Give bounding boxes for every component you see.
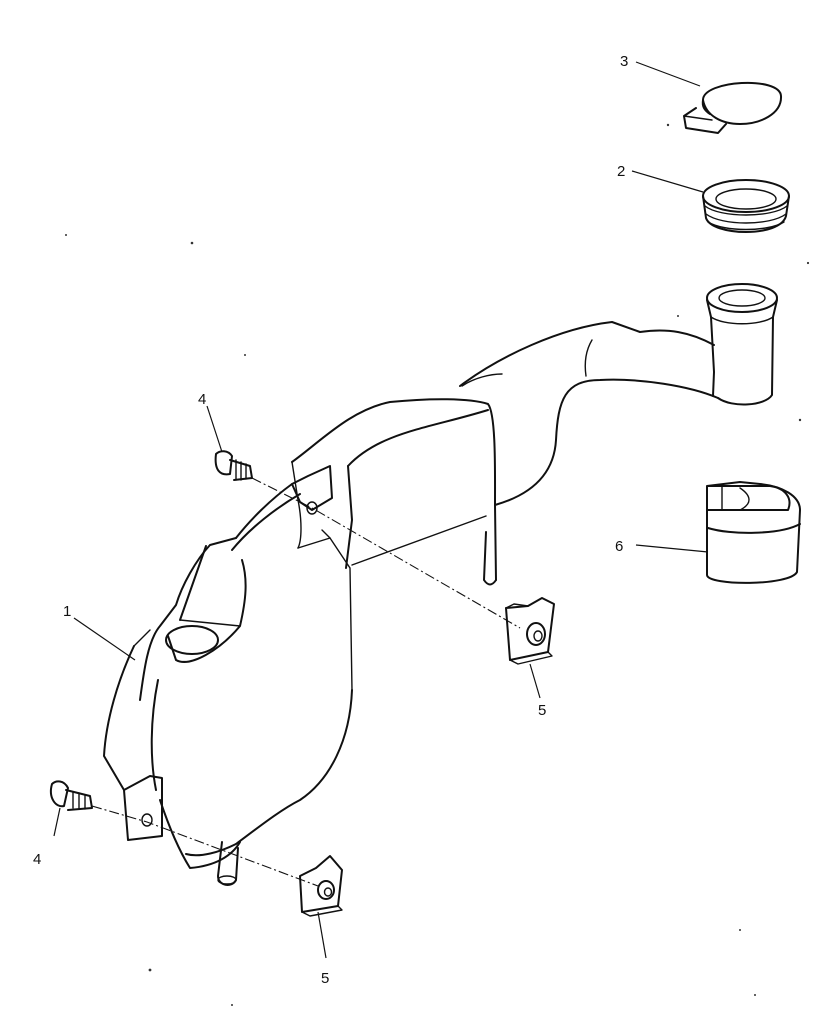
callout-bolt-upper: 4 bbox=[198, 391, 206, 408]
callout-filler-cap: 3 bbox=[620, 53, 628, 70]
callout-bolt-lower: 4 bbox=[33, 851, 41, 868]
cap-seal bbox=[702, 179, 790, 233]
callout-clip-nut-lower: 5 bbox=[321, 970, 329, 987]
bolt-upper bbox=[214, 450, 253, 481]
oil-tank bbox=[103, 283, 778, 886]
clip-nut-lower bbox=[299, 855, 343, 917]
clip-nut-upper bbox=[505, 597, 555, 665]
callout-clamp-band: 6 bbox=[615, 538, 623, 555]
filler-cap bbox=[683, 81, 783, 134]
scan-noise bbox=[65, 123, 810, 1006]
callout-labels: 3 2 6 1 4 4 5 5 bbox=[33, 53, 628, 987]
callout-clip-nut-upper: 5 bbox=[538, 702, 546, 719]
bolt-lower bbox=[50, 780, 93, 811]
assembly-axes bbox=[91, 477, 521, 887]
clamp-band bbox=[706, 481, 801, 584]
callout-tank: 1 bbox=[63, 603, 71, 620]
leader-lines bbox=[53, 61, 709, 959]
callout-cap-seal: 2 bbox=[617, 163, 625, 180]
